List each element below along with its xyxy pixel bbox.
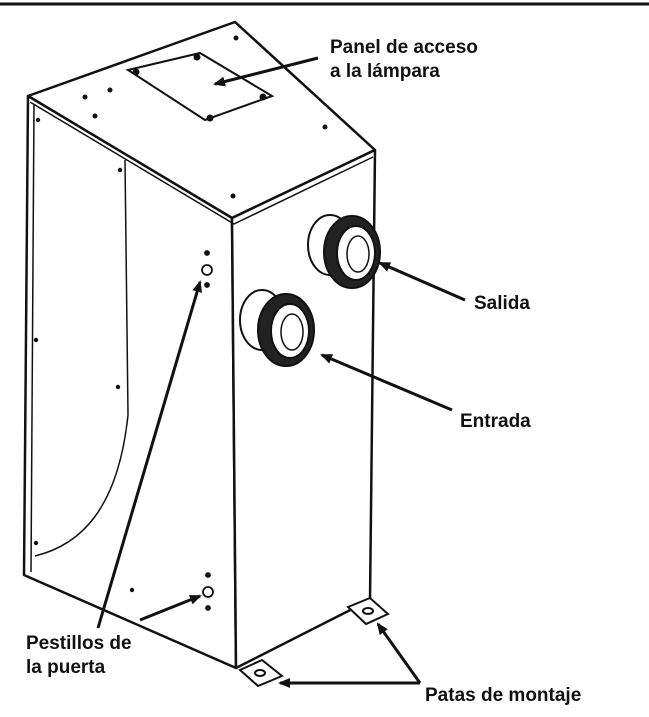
label-lamp-access-panel: Panel de acceso a la lámpara: [330, 36, 478, 84]
label-inlet: Entrada: [460, 410, 531, 434]
label-door-latches: Pestillos de la puerta: [26, 632, 132, 680]
label-outlet: Salida: [474, 292, 530, 316]
label-mounting-feet: Patas de montaje: [425, 684, 581, 708]
arrow-foot-right: [378, 624, 420, 683]
arrow-outlet: [380, 263, 465, 300]
cabinet: [24, 22, 375, 668]
